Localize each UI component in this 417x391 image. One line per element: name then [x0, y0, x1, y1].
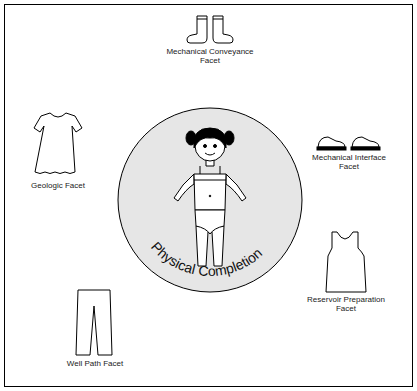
dress-drawing: [34, 113, 82, 174]
node-title: Physical Completion: [148, 239, 265, 279]
sock-cuffs: [197, 19, 223, 20]
girl-mouth: [205, 153, 215, 155]
sock-right: [213, 16, 233, 43]
facet-label: Well Path Facet: [50, 359, 140, 368]
facet-label: Geologic Facet: [18, 181, 98, 190]
girl-arm-right: [226, 174, 246, 201]
shoe-right-sole: [351, 147, 380, 150]
circle-shape: [118, 108, 302, 292]
circle-node: Physical Completion: [116, 106, 304, 294]
girl-pigtail: [186, 131, 196, 145]
camisole-straps: [194, 166, 226, 180]
tank-top-drawing: [326, 232, 366, 292]
girl-hair: [194, 128, 226, 148]
outer-frame: [5, 5, 413, 387]
circle-outline: Physical Completion: [116, 106, 304, 294]
pants-drawing: [76, 290, 112, 355]
girl-navel: [209, 195, 211, 197]
girl-underwear: [195, 210, 225, 234]
node-title: Physical Completion: [148, 239, 265, 279]
shoe-left: [318, 137, 345, 147]
sock-left: [187, 16, 207, 43]
shoes-drawing: [317, 137, 380, 150]
girl-camisole: [194, 174, 226, 210]
facet-label: Reservoir Preparation Facet: [296, 295, 396, 313]
girl-eye: [204, 145, 207, 148]
girl-arm-left: [174, 174, 194, 201]
socks-drawing: [187, 16, 233, 43]
girl-eye: [214, 145, 217, 148]
girl-figure: [174, 128, 246, 266]
facet-label: Mechanical Conveyance Facet: [160, 47, 260, 65]
facet-label: Mechanical Interface Facet: [304, 153, 394, 171]
girl-pigtail: [224, 131, 234, 145]
shoe-right: [352, 137, 379, 147]
shoe-left-sole: [317, 147, 346, 150]
